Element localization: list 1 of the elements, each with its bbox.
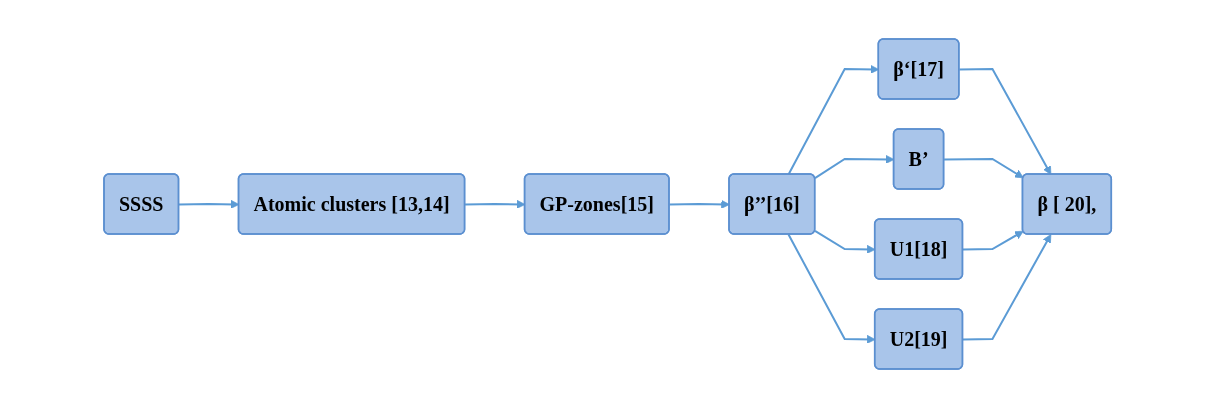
arrow [958, 68, 1052, 175]
